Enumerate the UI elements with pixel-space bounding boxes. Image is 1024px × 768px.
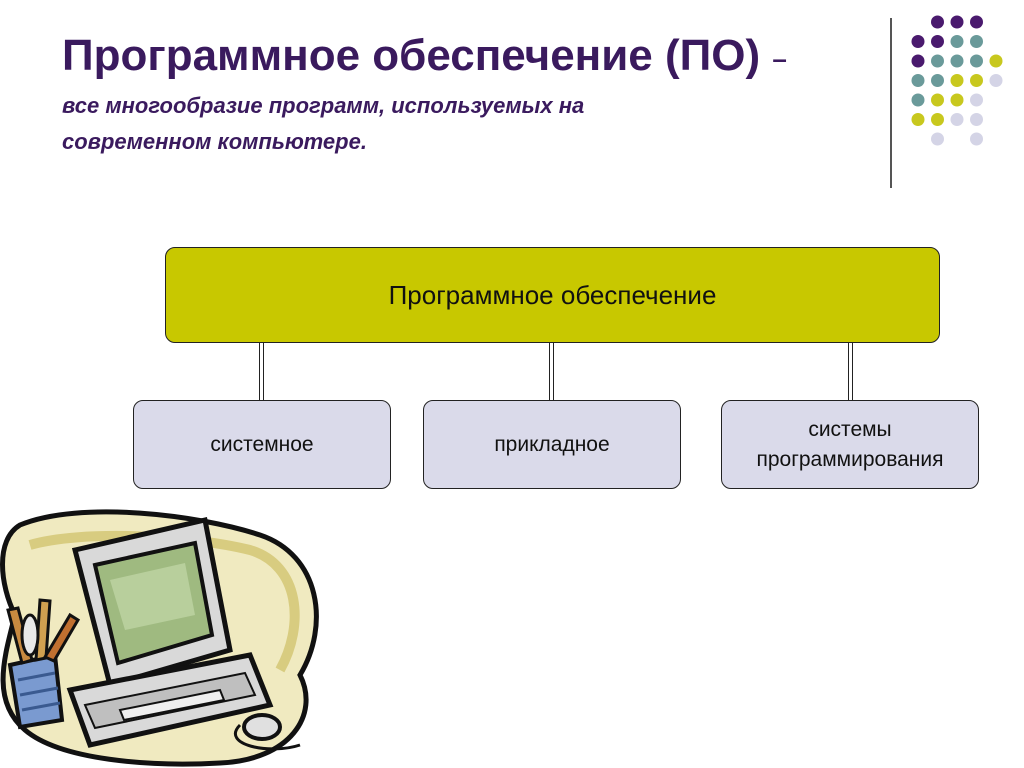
decor-dot <box>970 74 983 87</box>
decor-dot <box>970 113 983 126</box>
decor-dot <box>989 54 1003 68</box>
child-node-label: прикладное <box>494 432 610 456</box>
child-node-applied: прикладное <box>423 400 681 489</box>
slide-title: Программное обеспечение (ПО) <box>62 31 761 80</box>
decor-dot <box>950 113 964 126</box>
child-node-label-line-2: программирования <box>756 447 944 471</box>
decor-dot <box>911 35 925 48</box>
decor-dot <box>950 15 964 29</box>
decor-dot <box>970 93 983 107</box>
slide-subtitle: все многообразие программ, используемых … <box>62 88 882 160</box>
decor-dot <box>931 74 944 87</box>
decor-dot <box>950 74 964 87</box>
decor-dot <box>931 35 944 48</box>
decor-dot <box>950 35 964 48</box>
decor-dot <box>970 132 983 146</box>
computer-clipart-icon <box>0 509 319 767</box>
decor-dot <box>970 54 983 68</box>
connector-line <box>549 343 554 400</box>
title-dash: – <box>772 43 787 74</box>
connector-line <box>259 343 264 400</box>
decor-dot <box>931 54 944 68</box>
decor-dot <box>970 15 983 29</box>
decor-dot <box>911 113 925 126</box>
decor-dot <box>989 74 1003 87</box>
decor-dot <box>970 35 983 48</box>
decor-dot <box>931 132 944 146</box>
decor-dot <box>911 74 925 87</box>
root-node: Программное обеспечение <box>165 247 940 343</box>
dot-grid-decoration <box>911 15 1003 146</box>
child-node-programming: системы программирования <box>721 400 979 489</box>
child-node-label-line-1: системы <box>808 417 892 441</box>
connector-line <box>848 343 853 400</box>
subtitle-line-1: все многообразие программ, используемых … <box>62 93 585 119</box>
decor-dot <box>931 113 944 126</box>
title-block: Программное обеспечение (ПО) – все много… <box>62 28 882 160</box>
child-node-label: системное <box>210 432 314 456</box>
child-node-system: системное <box>133 400 391 489</box>
decor-dot <box>911 54 925 68</box>
decor-dot <box>950 54 964 68</box>
subtitle-line-2: современном компьютере. <box>62 129 367 155</box>
decor-dot <box>950 93 964 107</box>
decor-dot <box>931 15 944 29</box>
decor-dot <box>931 93 944 107</box>
divider-line <box>890 18 892 188</box>
root-node-label: Программное обеспечение <box>388 279 717 310</box>
decor-dot <box>911 93 925 107</box>
